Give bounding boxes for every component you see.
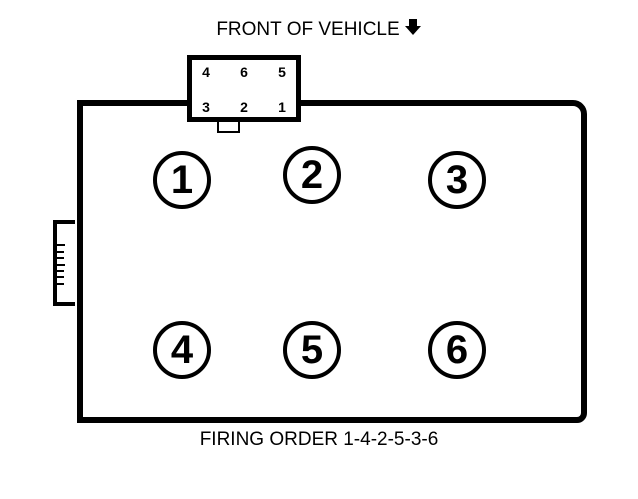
crank-sensor-scale xyxy=(53,220,75,306)
front-of-vehicle-label: FRONT OF VEHICLE xyxy=(0,18,638,42)
cylinder-4: 4 xyxy=(153,321,211,379)
connector-pin: 4 xyxy=(202,64,210,80)
firing-order-label: FIRING ORDER 1-4-2-5-3-6 xyxy=(199,429,439,450)
connector-tab xyxy=(217,122,240,133)
scale-tick xyxy=(57,251,64,253)
arrow-down-icon xyxy=(404,18,422,42)
scale-tick xyxy=(57,276,64,278)
cylinder-3: 3 xyxy=(428,151,486,209)
cylinder-1: 1 xyxy=(153,151,211,209)
connector-pin: 6 xyxy=(240,64,248,80)
scale-tick xyxy=(57,257,64,259)
scale-tick xyxy=(57,244,65,246)
connector-pin: 2 xyxy=(240,99,248,115)
connector-pin: 5 xyxy=(278,64,286,80)
scale-tick xyxy=(57,264,65,266)
coil-pack-connector: 4 6 5 3 2 1 xyxy=(187,55,301,122)
scale-tick xyxy=(57,283,64,285)
front-of-vehicle-text: FRONT OF VEHICLE xyxy=(216,19,400,41)
connector-pin: 3 xyxy=(202,99,210,115)
cylinder-6: 6 xyxy=(428,321,486,379)
cylinder-5: 5 xyxy=(283,321,341,379)
scale-tick xyxy=(57,270,64,272)
connector-pin: 1 xyxy=(278,99,286,115)
engine-block-outline xyxy=(77,100,587,423)
cylinder-2: 2 xyxy=(283,146,341,204)
